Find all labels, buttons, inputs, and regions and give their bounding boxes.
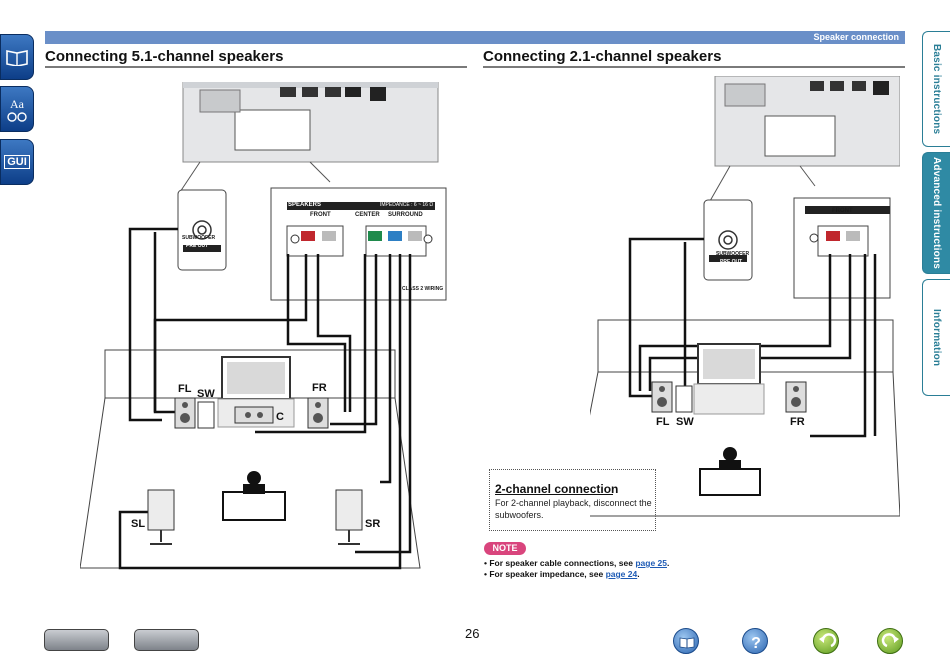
remote-thumb-icon[interactable] — [134, 629, 199, 651]
tab-basic-label: Basic instructions — [931, 43, 942, 135]
note-line-1: • For speaker cable connections, see pag… — [484, 558, 669, 568]
note-line-1-text: • For speaker cable connections, see — [484, 558, 636, 568]
speaker-label-sl: SL — [131, 518, 146, 530]
connection-note-title: 2-channel connection — [495, 482, 619, 496]
glossary-icon[interactable]: Aa — [0, 86, 34, 132]
surround-group-label: SURROUND — [388, 212, 423, 218]
section-label: Speaker connection — [813, 32, 899, 42]
speaker-label-fl: FL — [178, 383, 192, 395]
connection-title-underline — [495, 494, 613, 495]
connection-note-text: For 2-channel playback, disconnect the s… — [495, 498, 652, 520]
gui-icon[interactable]: GUI — [0, 139, 34, 185]
page-number: 26 — [465, 626, 480, 641]
speaker-label-c: C — [276, 411, 284, 423]
left-title-rule — [45, 66, 467, 68]
left-section-title: Connecting 5.1-channel speakers — [45, 48, 284, 65]
speakers-panel-title-2: SPE — [868, 200, 881, 206]
note-line-2-text: • For speaker impedance, see — [484, 569, 606, 579]
front-label-2: FRONT — [832, 208, 853, 214]
gui-icon-label: GUI — [4, 155, 30, 169]
link-page-25[interactable]: page 25 — [635, 558, 667, 568]
speaker-label-fl-2: FL — [656, 416, 670, 428]
right-section-title: Connecting 2.1-channel speakers — [483, 48, 722, 65]
room-floor-2 — [590, 371, 900, 517]
diagram-5-1 — [80, 82, 447, 570]
sub-preout-2-1: PRE OUT — [720, 259, 743, 265]
tab-information[interactable]: Information — [922, 279, 950, 396]
speaker-label-sw-2: SW — [676, 416, 694, 428]
speaker-label-fr-2: FR — [790, 416, 805, 428]
glossary-icon-label: Aa — [10, 96, 24, 111]
svg-text:?: ? — [751, 635, 761, 652]
speaker-label-sw: SW — [197, 388, 215, 400]
tab-advanced-label: Advanced instructions — [931, 157, 942, 269]
book-icon[interactable] — [673, 628, 699, 654]
sub-title-5-1: SUBWOOFER — [182, 235, 216, 241]
class2-label: CLASS 2 WIRING — [402, 286, 444, 292]
help-icon[interactable]: ? — [742, 628, 768, 654]
connection-note-box — [489, 469, 656, 531]
speakers-panel-title: SPEAKERS — [288, 202, 322, 208]
link-page-24[interactable]: page 24 — [605, 569, 638, 579]
receiver-front-thumb-icon[interactable] — [44, 629, 109, 651]
diagram-2-1 — [590, 76, 900, 517]
forward-icon[interactable] — [877, 628, 903, 654]
header-bar: Speaker connection — [45, 31, 905, 44]
manual-book-icon[interactable] — [0, 34, 34, 80]
speaker-label-fr: FR — [312, 382, 327, 394]
note-line-2: • For speaker impedance, see page 24. — [484, 569, 640, 579]
tab-advanced-instructions[interactable]: Advanced instructions — [922, 152, 950, 274]
right-title-rule — [483, 66, 905, 68]
tab-basic-instructions[interactable]: Basic instructions — [922, 31, 950, 147]
front-group-label: FRONT — [310, 212, 331, 218]
back-icon[interactable] — [813, 628, 839, 654]
note-badge: NOTE — [484, 542, 526, 555]
speaker-label-sr: SR — [365, 518, 381, 530]
impedance-label: IMPEDANCE : 6 ~ 16 Ω — [380, 202, 434, 208]
tab-information-label: Information — [931, 308, 942, 367]
sub-title-2-1: SUBWOOFER — [716, 251, 750, 257]
center-group-label: CENTER — [355, 212, 380, 218]
note-line-1-end: . — [666, 558, 670, 568]
sub-preout-5-1: PRE OUT — [186, 243, 209, 249]
note-line-2-end: . — [637, 569, 640, 579]
